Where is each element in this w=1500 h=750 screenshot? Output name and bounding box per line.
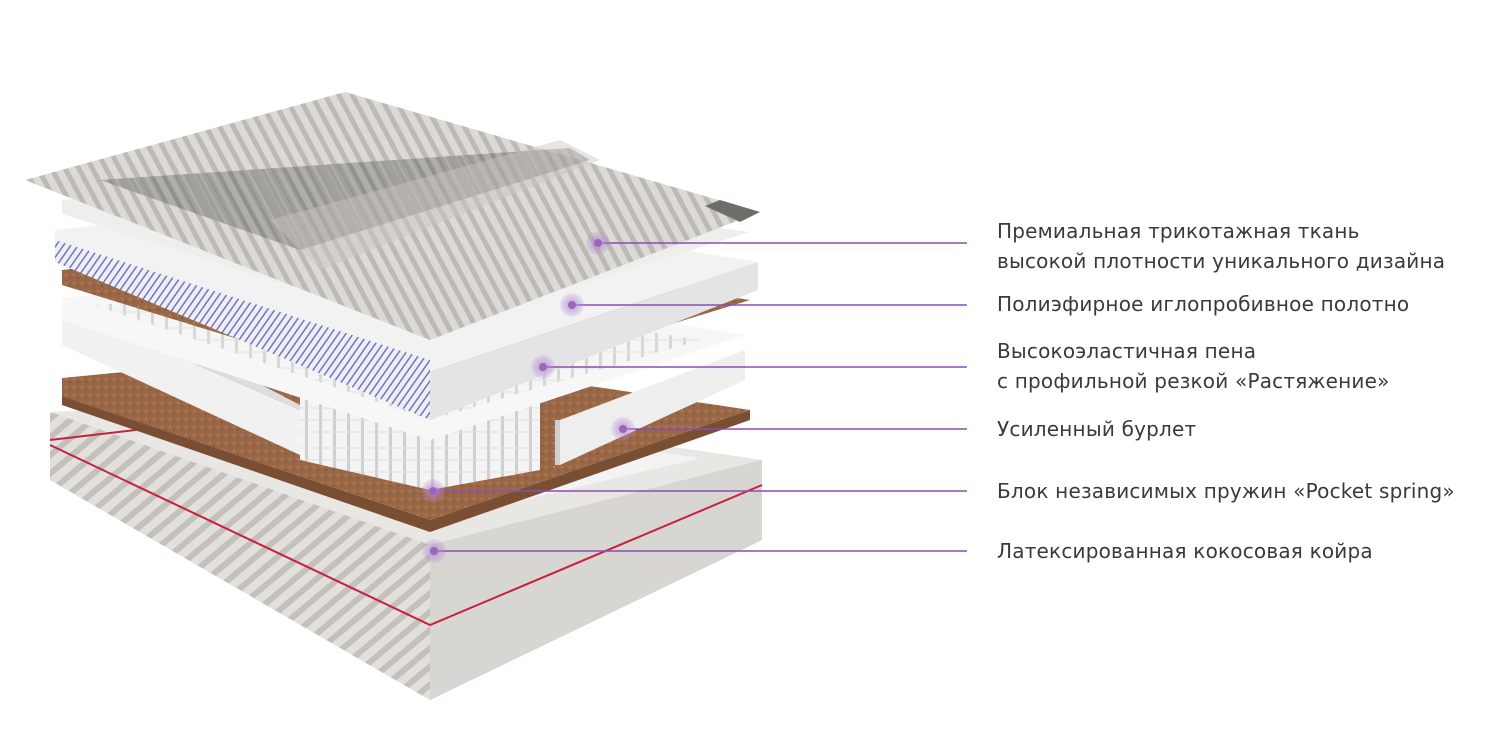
label-border: Усиленный бурлет xyxy=(997,414,1196,444)
label-border-line-1: Усиленный бурлет xyxy=(997,417,1197,441)
label-coir: Латексированная кокосовая койра xyxy=(997,536,1373,566)
label-fabric-line-1: Премиальная трикотажная ткань xyxy=(997,219,1360,243)
label-foam-line-1: Высокоэластичная пена xyxy=(997,339,1257,363)
label-needle-punched-line-1: Полиэфирное иглопробивное полотно xyxy=(997,292,1410,316)
label-coir-line-1: Латексированная кокосовая койра xyxy=(997,539,1373,563)
top-fabric xyxy=(25,92,760,340)
label-springs-line-1: Блок независимых пружин «Pocket spring» xyxy=(997,479,1455,503)
label-springs: Блок независимых пружин «Pocket spring» xyxy=(997,476,1455,506)
callout-connectors xyxy=(433,242,967,552)
label-fabric-line-2: высокой плотности уникального дизайна xyxy=(997,249,1446,273)
label-needle-punched: Полиэфирное иглопробивное полотно xyxy=(997,289,1409,319)
label-foam: Высокоэластичная пена с профильной резко… xyxy=(997,336,1390,396)
label-fabric: Премиальная трикотажная ткань высокой пл… xyxy=(997,216,1445,276)
label-foam-line-2: с профильной резкой «Растяжение» xyxy=(997,369,1390,393)
callout-dots xyxy=(421,231,635,563)
